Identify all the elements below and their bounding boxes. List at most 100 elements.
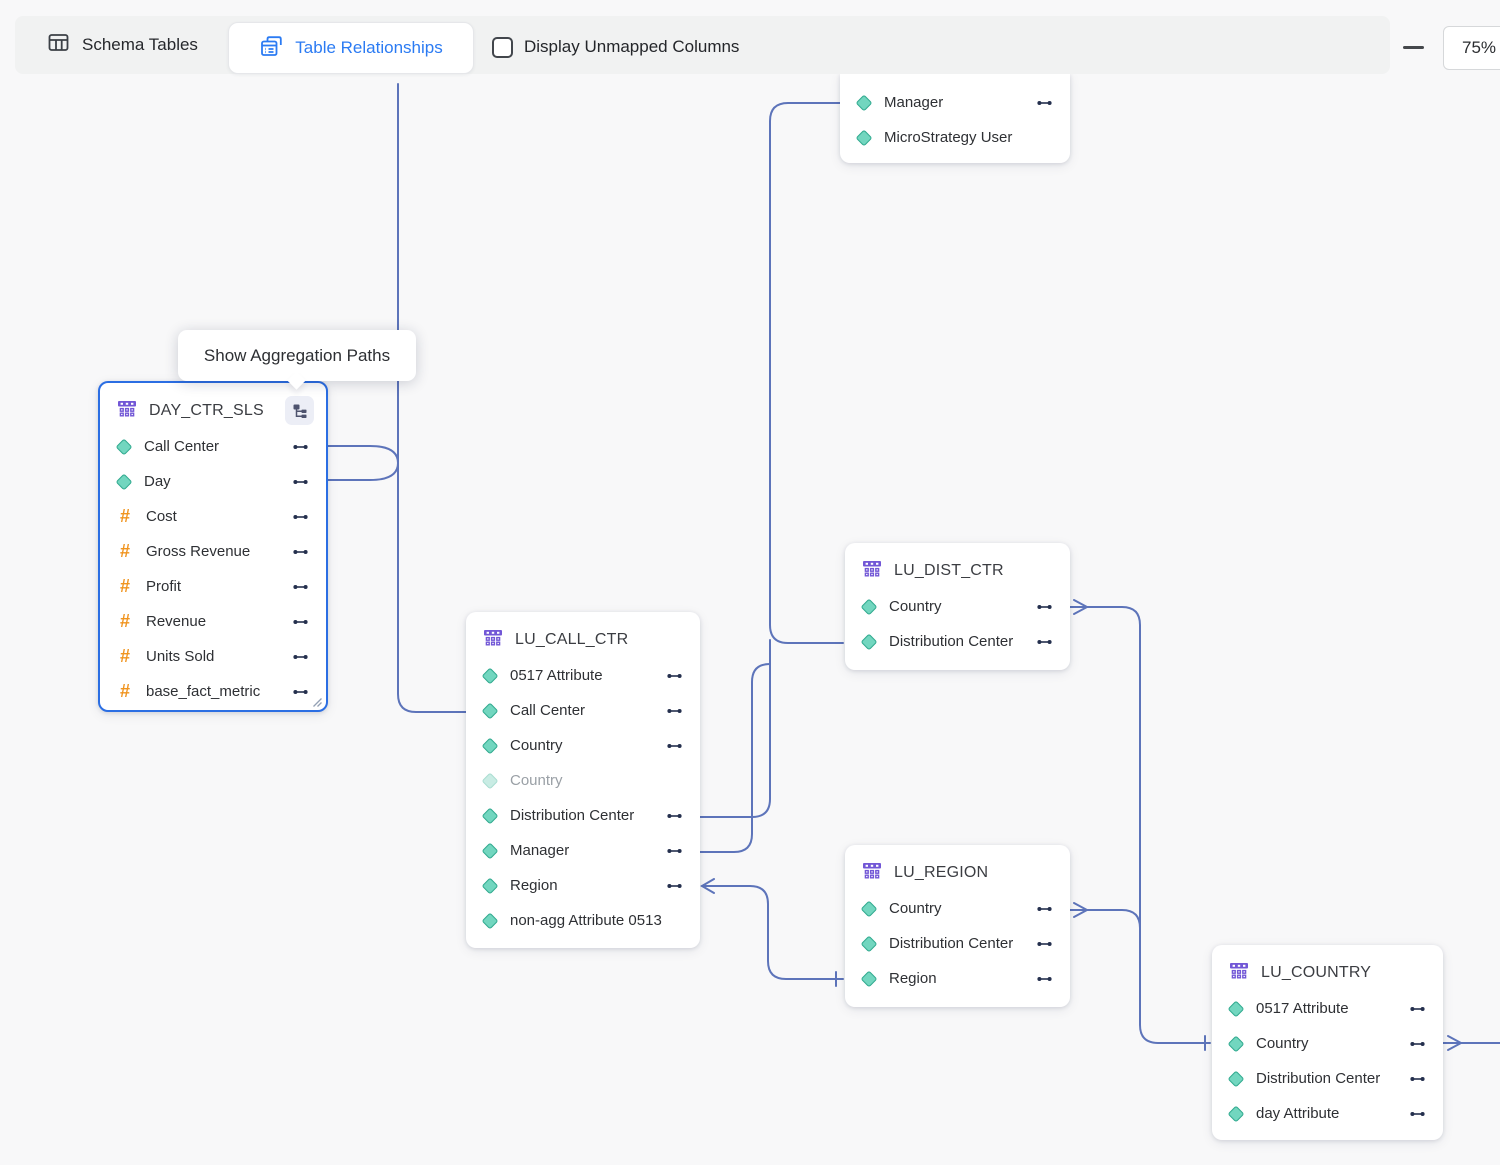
mapping-link-icon[interactable] [1410,1005,1425,1013]
table-card-header[interactable]: LU_REGION [845,855,1070,891]
display-unmapped-checkbox[interactable] [492,36,513,58]
fact-icon [118,646,132,667]
table-card-lu-dist-ctr[interactable]: LU_DIST_CTR Country Distribution Center [845,543,1070,670]
row-label: Cost [146,508,177,525]
table-row: Region [845,961,1070,996]
table-icon [484,629,502,651]
zoom-out-button[interactable] [1399,36,1427,58]
table-row: Country [845,589,1070,624]
row-label: Country [889,598,942,615]
table-row: Units Sold [100,639,326,674]
table-card-header[interactable]: LU_COUNTRY [1212,955,1443,991]
mapping-link-icon[interactable] [1410,1075,1425,1083]
mapping-link-icon[interactable] [293,478,308,486]
attribute-icon [855,94,873,111]
mapping-link-icon[interactable] [1410,1110,1425,1118]
mapping-link-icon[interactable] [1037,975,1052,983]
attribute-icon [481,702,499,719]
row-label: 0517 Attribute [1256,1000,1349,1017]
table-row: Manager [466,833,700,868]
attribute-icon [860,970,878,987]
row-label: Manager [884,94,944,111]
table-row: Day [100,464,326,499]
mapping-link-icon[interactable] [1037,603,1052,611]
mapping-link-icon[interactable] [1037,99,1052,107]
table-card-header[interactable]: LU_CALL_CTR [466,622,700,658]
row-label: Gross Revenue [146,543,251,560]
mapping-link-icon[interactable] [293,513,308,521]
table-row: Distribution Center [1212,1061,1443,1096]
table-row: Manager [840,85,1070,120]
attribute-icon [481,912,499,929]
row-label: Profit [146,578,182,595]
mapping-link-icon[interactable] [293,618,308,626]
resize-handle[interactable] [311,695,323,707]
attribute-icon [855,129,873,146]
attribute-icon [481,737,499,754]
mapping-link-icon[interactable] [667,812,682,820]
attribute-icon [481,877,499,894]
row-label: Distribution Center [510,807,635,824]
zoom-level-value: 75% [1461,38,1497,57]
attribute-icon [481,667,499,684]
row-label: 0517 Attribute [510,667,603,684]
table-card-day-ctr-sls[interactable]: DAY_CTR_SLS Call Center Day Cost Gross R… [98,381,328,712]
schema-tables-label: Schema Tables [82,35,198,54]
mapping-link-icon[interactable] [293,583,308,591]
mapping-link-icon[interactable] [1037,940,1052,948]
show-aggregation-paths-button[interactable] [285,396,314,425]
table-card-lu-region[interactable]: LU_REGION Country Distribution Center Re… [845,845,1070,1007]
mapping-link-icon[interactable] [667,882,682,890]
table-relationships-toggle[interactable]: Table Relationships [228,22,474,74]
fact-icon [118,611,132,632]
attribute-icon [1227,1070,1245,1087]
table-title: LU_DIST_CTR [894,562,1004,579]
table-card-header[interactable]: DAY_CTR_SLS [100,393,326,429]
mapping-link-icon[interactable] [293,653,308,661]
mapping-link-icon[interactable] [293,548,308,556]
row-label: Country [889,900,942,917]
display-unmapped-label: Display Unmapped Columns [524,37,740,56]
table-row: base_fact_metric [100,674,326,709]
table-row: Revenue [100,604,326,639]
mapping-link-icon[interactable] [293,688,308,696]
table-relationships-icon [259,34,284,63]
mapping-link-icon[interactable] [293,443,308,451]
table-card-header[interactable]: LU_DIST_CTR [845,553,1070,589]
table-row: Call Center [100,429,326,464]
row-label: Country [510,772,563,789]
table-card-partial-top[interactable]: Manager MicroStrategy User [840,74,1070,163]
fact-icon [118,541,132,562]
mapping-link-icon[interactable] [667,672,682,680]
table-card-lu-country[interactable]: LU_COUNTRY 0517 Attribute Country Distri… [1212,945,1443,1140]
mapping-link-icon[interactable] [1410,1040,1425,1048]
attribute-icon [860,633,878,650]
table-row: Cost [100,499,326,534]
mapping-link-icon[interactable] [667,707,682,715]
table-card-lu-call-ctr[interactable]: LU_CALL_CTR 0517 Attribute Call Center C… [466,612,700,948]
table-icon [118,400,136,422]
zoom-level-input[interactable]: 75% [1443,26,1500,70]
table-title: LU_CALL_CTR [515,631,629,648]
row-label: Distribution Center [889,633,1014,650]
fact-icon [118,681,132,702]
mapping-link-icon[interactable] [1037,638,1052,646]
row-label: non-agg Attribute 0513 [510,912,662,929]
mapping-link-icon[interactable] [1037,905,1052,913]
attribute-icon [115,438,133,455]
schema-tables-icon [48,32,69,58]
table-row: Region [466,868,700,903]
table-row: Gross Revenue [100,534,326,569]
tooltip-text: Show Aggregation Paths [203,345,391,365]
row-label: Country [510,737,563,754]
attribute-icon [1227,1000,1245,1017]
schema-tables-toggle[interactable]: Schema Tables [40,22,206,68]
mapping-link-icon[interactable] [667,742,682,750]
table-icon [1230,962,1248,984]
tooltip-show-aggregation-paths: Show Aggregation Paths [178,330,416,390]
table-row: Profit [100,569,326,604]
mapping-link-icon[interactable] [667,847,682,855]
table-title: LU_COUNTRY [1261,964,1372,981]
attribute-icon [1227,1035,1245,1052]
